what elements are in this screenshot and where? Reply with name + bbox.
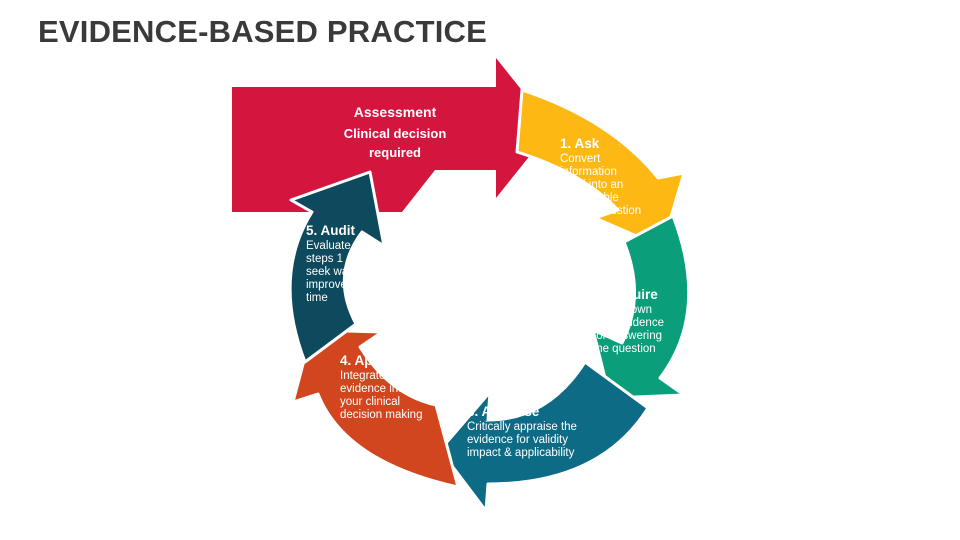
assessment-heading: Assessment [354, 104, 437, 120]
assessment-arrow [232, 58, 552, 212]
appraise-text-line: evidence for validity [467, 434, 568, 446]
apply-text-line: Integrate the [340, 370, 405, 382]
ask-text-line: clinical question [560, 205, 641, 217]
acquire-text-line: best evidence [593, 317, 664, 329]
assessment-text-line: required [369, 145, 421, 160]
acquire-arrow [591, 214, 691, 400]
page-title: EVIDENCE-BASED PRACTICE [38, 14, 487, 49]
audit-text-line: seek ways to [306, 266, 372, 278]
audit-text-line: improve next [306, 279, 373, 291]
apply-heading: 4. Apply [340, 353, 393, 368]
audit-heading: 5. Audit [306, 223, 356, 238]
acquire-heading: 2. Acquire [593, 287, 658, 302]
audit-arrow [288, 170, 386, 364]
audit-text-line: steps 1 - 4 [306, 253, 360, 265]
apply-text-line: your clinical [340, 396, 400, 408]
ask-text-line: Convert [560, 153, 601, 165]
appraise-text-line: impact & applicability [467, 447, 575, 459]
apply-arrow [291, 328, 460, 489]
appraise-arrow [438, 360, 650, 513]
ask-text-line: answerable [560, 192, 619, 204]
acquire-text-line: the question [593, 343, 656, 355]
ask-text-line: need into an [560, 179, 623, 191]
audit-text-line: Evaluate [306, 240, 351, 252]
assessment-text-line: Clinical decision [344, 126, 447, 141]
acquire-text-line: for answering [593, 330, 662, 342]
ask-arrow [515, 88, 686, 249]
appraise-heading: 3. Appraise [467, 404, 540, 419]
ask-heading: 1. Ask [560, 136, 600, 151]
appraise-text-line: Critically appraise the [467, 421, 577, 433]
acquire-text-line: Track down [593, 304, 652, 316]
ask-text-line: information [560, 166, 617, 178]
audit-text-line: time [306, 292, 328, 304]
apply-text-line: decision making [340, 409, 422, 421]
apply-text-line: evidence into [340, 383, 408, 395]
